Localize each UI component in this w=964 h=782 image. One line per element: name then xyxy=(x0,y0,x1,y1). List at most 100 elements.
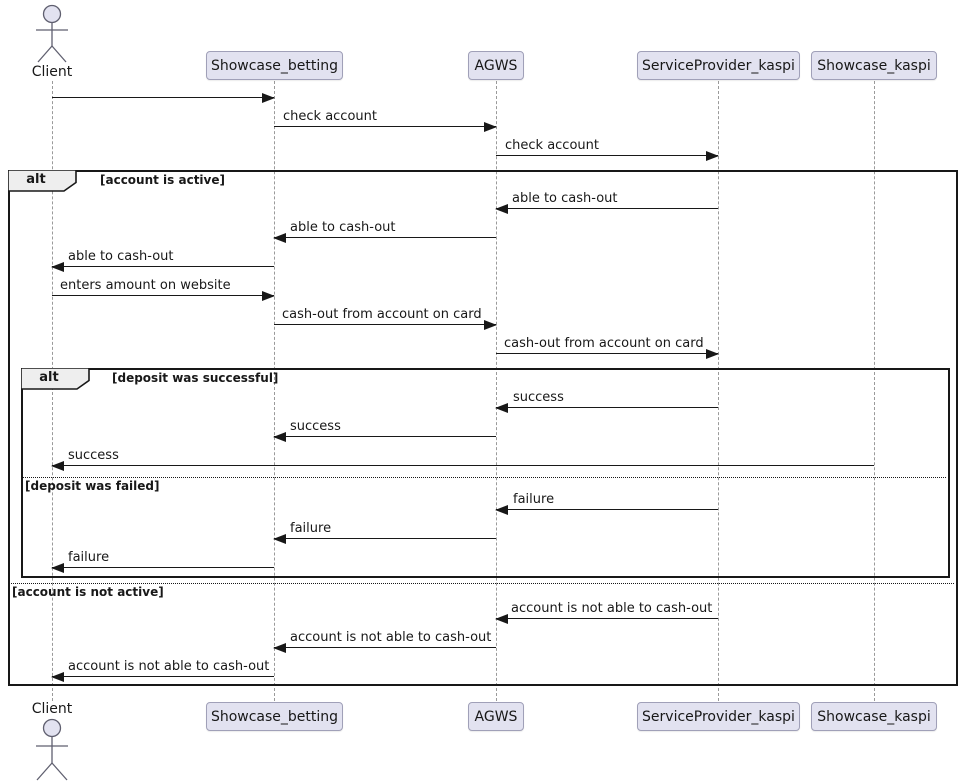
message-1: check account xyxy=(274,107,497,132)
arrowhead-left-icon xyxy=(495,505,508,515)
message-7: cash-out from account on card xyxy=(274,305,497,330)
arrowhead-left-icon xyxy=(495,403,508,413)
message-13: failure xyxy=(273,519,496,544)
message-label: able to cash-out xyxy=(290,220,396,235)
message-15: account is not able to cash-out xyxy=(495,599,718,624)
message-line xyxy=(274,237,496,238)
message-11: success xyxy=(51,446,874,471)
message-line xyxy=(274,126,496,127)
message-label: able to cash-out xyxy=(512,191,618,206)
alt-pentagon-icon xyxy=(20,367,90,390)
participant-showcase-kaspi-top: Showcase_kaspi xyxy=(811,51,937,80)
message-line xyxy=(496,155,718,156)
arrowhead-right-icon xyxy=(484,122,497,132)
participant-agws-bottom: AGWS xyxy=(468,702,524,731)
lifeline-showcase-kaspi xyxy=(874,81,875,701)
message-line xyxy=(274,647,496,648)
message-line xyxy=(52,567,274,568)
participant-serviceprovider-kaspi-top: ServiceProvider_kaspi xyxy=(637,51,800,80)
message-label: success xyxy=(513,390,564,405)
alt-pentagon-icon xyxy=(7,169,77,192)
guard-deposit-was-failed: [deposit was failed] xyxy=(25,479,160,493)
message-line xyxy=(274,324,496,325)
arrowhead-right-icon xyxy=(706,151,719,161)
alt-operator-inner: alt xyxy=(20,367,91,390)
arrowhead-left-icon xyxy=(495,204,508,214)
message-label: success xyxy=(290,419,341,434)
arrowhead-left-icon xyxy=(51,461,64,471)
message-line xyxy=(52,97,274,98)
alt-operator-label: alt xyxy=(39,370,59,385)
arrowhead-left-icon xyxy=(273,643,286,653)
message-label: failure xyxy=(513,492,555,507)
message-line xyxy=(496,353,718,354)
message-label: check account xyxy=(505,138,599,153)
message-label: enters amount on website xyxy=(60,278,231,293)
message-4: able to cash-out xyxy=(273,218,496,243)
arrowhead-right-icon xyxy=(706,349,719,359)
alt-fragment-inner xyxy=(21,368,950,578)
message-label: account is not able to cash-out xyxy=(68,659,270,674)
guard-account-is-not-active: [account is not active] xyxy=(12,585,164,599)
alt-operator-label: alt xyxy=(26,172,46,187)
message-label: success xyxy=(68,448,119,463)
message-label: failure xyxy=(68,550,110,565)
message-label: account is not able to cash-out xyxy=(290,630,492,645)
actor-icon xyxy=(36,718,68,781)
arrowhead-left-icon xyxy=(51,262,64,272)
message-label: check account xyxy=(283,109,377,124)
message-17: account is not able to cash-out xyxy=(51,657,274,682)
alt-divider-outer xyxy=(8,583,954,584)
message-line xyxy=(496,407,718,408)
guard-deposit-was-successful: [deposit was successful] xyxy=(112,371,279,385)
message-3: able to cash-out xyxy=(495,189,718,214)
lifeline-agws xyxy=(496,81,497,701)
guard-account-is-active: [account is active] xyxy=(100,173,225,187)
participant-agws-top: AGWS xyxy=(468,51,524,80)
message-8: cash-out from account on card xyxy=(496,334,719,359)
arrowhead-left-icon xyxy=(495,614,508,624)
message-5: able to cash-out xyxy=(51,247,274,272)
message-2: check account xyxy=(496,136,719,161)
arrowhead-right-icon xyxy=(484,320,497,330)
message-0 xyxy=(52,78,275,103)
message-line xyxy=(496,208,718,209)
alt-operator-outer: alt xyxy=(7,169,78,192)
message-14: failure xyxy=(51,548,274,573)
message-line xyxy=(52,676,274,677)
arrowhead-right-icon xyxy=(262,93,275,103)
lifeline-client xyxy=(52,81,53,701)
message-label: failure xyxy=(290,521,332,536)
message-label: cash-out from account on card xyxy=(282,307,482,322)
alt-divider-inner xyxy=(21,477,946,478)
message-line xyxy=(52,295,274,296)
message-line xyxy=(496,618,718,619)
arrowhead-left-icon xyxy=(51,672,64,682)
message-9: success xyxy=(495,388,718,413)
arrowhead-left-icon xyxy=(273,534,286,544)
message-10: success xyxy=(273,417,496,442)
arrowhead-left-icon xyxy=(273,233,286,243)
message-12: failure xyxy=(495,490,718,515)
actor-label-client-bottom: Client xyxy=(31,701,73,717)
message-line xyxy=(274,538,496,539)
message-label: account is not able to cash-out xyxy=(511,601,713,616)
actor-icon xyxy=(36,4,68,63)
message-line xyxy=(52,266,274,267)
arrowhead-left-icon xyxy=(273,432,286,442)
lifeline-showcase-betting xyxy=(274,81,275,701)
message-line xyxy=(496,509,718,510)
actor-label-client-top: Client xyxy=(31,64,73,80)
arrowhead-left-icon xyxy=(51,563,64,573)
participant-showcase-betting-top: Showcase_betting xyxy=(206,51,343,80)
participant-showcase-kaspi-bottom: Showcase_kaspi xyxy=(811,702,937,731)
message-6: enters amount on website xyxy=(52,276,275,301)
participant-showcase-betting-bottom: Showcase_betting xyxy=(206,702,343,731)
message-line xyxy=(274,436,496,437)
lifeline-serviceprovider-kaspi xyxy=(718,81,719,701)
participant-serviceprovider-kaspi-bottom: ServiceProvider_kaspi xyxy=(637,702,800,731)
message-label: able to cash-out xyxy=(68,249,174,264)
arrowhead-right-icon xyxy=(262,291,275,301)
alt-fragment-outer xyxy=(8,170,958,686)
